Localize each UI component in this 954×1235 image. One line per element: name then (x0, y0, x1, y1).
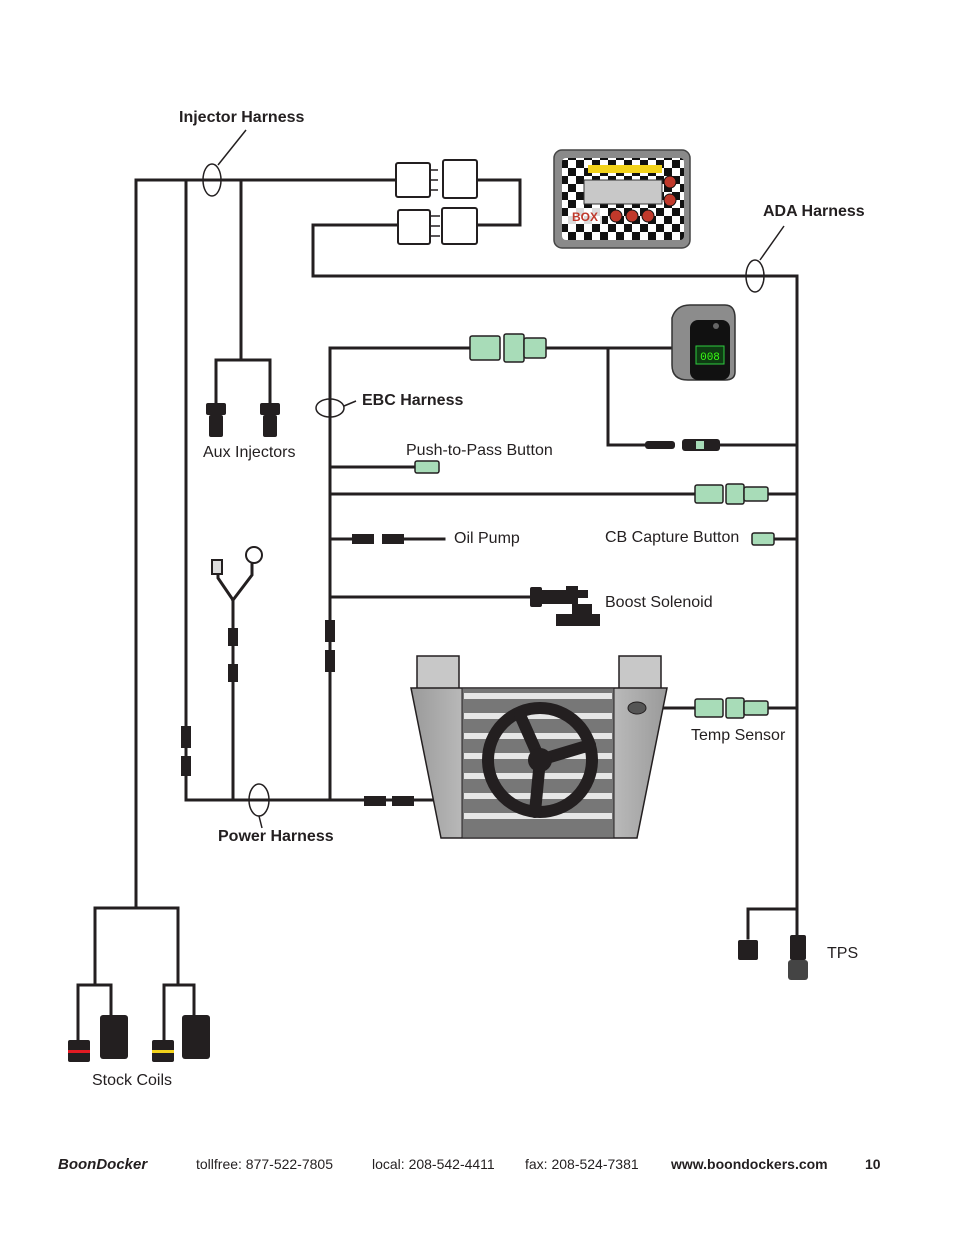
control-box-connectors (395, 159, 478, 245)
injector-harness-label: Injector Harness (179, 109, 305, 126)
oil-pump-label: Oil Pump (454, 530, 520, 547)
cb-capture-label: CB Capture Button (605, 529, 740, 546)
inline-fuses (181, 534, 414, 806)
footer-brand: BoonDocker (58, 1156, 148, 1173)
boost-solenoid-device (530, 586, 600, 626)
aux-injector-plugs (206, 403, 280, 437)
temp-sensor-label: Temp Sensor (691, 727, 786, 744)
tps-label: TPS (827, 945, 859, 962)
page-number: 10 (865, 1156, 881, 1172)
ada-harness-label: ADA Harness (763, 203, 865, 220)
ring-terminals (211, 546, 263, 575)
footer-local: local: 208-542-4411 (372, 1156, 495, 1172)
ebc-harness-label: EBC Harness (362, 392, 464, 409)
footer-tollfree: tollfree: 877-522-7805 (196, 1156, 333, 1172)
ebc-gauge-device (671, 304, 736, 381)
control-box-device: BOX (553, 149, 691, 249)
stock-coils-label: Stock Coils (92, 1072, 173, 1089)
power-harness-label: Power Harness (218, 828, 334, 845)
inline-connector (645, 439, 720, 451)
boost-solenoid-label: Boost Solenoid (605, 594, 713, 611)
intercooler (410, 655, 668, 839)
footer-fax: fax: 208-524-7381 (525, 1156, 639, 1172)
footer-website[interactable]: www.boondockers.com (671, 1156, 828, 1172)
green-connectors (414, 333, 775, 719)
tps-connectors (738, 935, 808, 980)
stock-coil-connectors (68, 1015, 210, 1062)
aux-injectors-label: Aux Injectors (203, 444, 296, 461)
svg-text:BOX: BOX (572, 210, 598, 224)
gauge-display-value: 008 (700, 352, 720, 364)
harness-markers (202, 129, 785, 829)
wires (76, 178, 799, 1042)
push-to-pass-label: Push-to-Pass Button (406, 442, 553, 459)
